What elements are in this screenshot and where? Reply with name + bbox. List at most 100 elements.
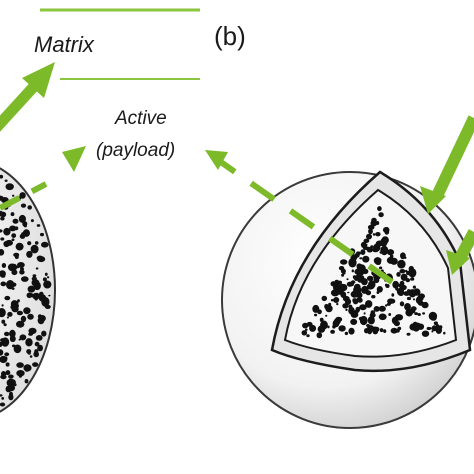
payload-dot xyxy=(403,291,411,296)
payload-dot xyxy=(306,334,310,338)
payload-dot xyxy=(340,259,348,265)
payload-dot xyxy=(406,332,411,336)
payload-dot xyxy=(31,279,40,287)
payload-dot xyxy=(417,313,421,316)
payload-dot xyxy=(404,303,411,311)
payload-dot xyxy=(16,310,23,316)
payload-dot xyxy=(19,334,27,341)
payload-dot xyxy=(340,284,348,291)
payload-dot xyxy=(396,272,401,277)
payload-dot xyxy=(406,270,412,276)
payload-dot xyxy=(11,238,15,241)
payload-dot xyxy=(30,219,34,223)
payload-dot xyxy=(3,331,10,337)
payload-dot xyxy=(3,227,11,236)
payload-dot xyxy=(404,256,407,259)
payload-dot xyxy=(15,242,24,251)
payload-dot xyxy=(410,306,417,311)
payload-dot xyxy=(422,312,426,315)
payload-dot xyxy=(385,227,389,231)
payload-dot xyxy=(1,263,7,268)
payload-dot xyxy=(399,301,405,307)
payload-dot xyxy=(1,304,4,307)
payload-dot xyxy=(10,212,15,217)
matrix-label: Matrix xyxy=(34,32,95,57)
payload-dot xyxy=(7,263,17,272)
payload-dot xyxy=(378,212,384,218)
active-pointer-arrow-right xyxy=(446,229,474,275)
payload-dot xyxy=(32,362,39,367)
payload-dot xyxy=(416,322,421,327)
payload-dot xyxy=(345,308,348,311)
payload-dot xyxy=(390,257,398,265)
payload-dot xyxy=(355,306,361,313)
payload-dot xyxy=(348,304,353,309)
payload-dot xyxy=(44,304,51,309)
payload-dot xyxy=(302,322,309,329)
payload-dot xyxy=(319,317,324,322)
payload-dot xyxy=(11,233,17,239)
payload-dot xyxy=(42,277,47,282)
panel-label: (b) xyxy=(214,21,246,51)
payload-dot xyxy=(4,356,8,361)
payload-dot xyxy=(365,290,372,296)
payload-dot xyxy=(363,312,366,315)
payload-dot xyxy=(367,316,375,325)
payload-dot xyxy=(12,194,15,197)
payload-dot xyxy=(371,295,376,299)
payload-dot xyxy=(355,274,362,280)
payload-dot xyxy=(32,292,41,300)
payload-dot xyxy=(385,304,388,307)
payload-dot xyxy=(369,312,376,318)
payload-dot xyxy=(18,338,21,341)
payload-dot xyxy=(0,308,6,318)
payload-dot xyxy=(370,245,374,249)
payload-dot xyxy=(28,332,33,336)
payload-dot xyxy=(397,326,402,331)
payload-dot xyxy=(18,374,22,378)
payload-dot xyxy=(408,265,414,272)
payload-dot xyxy=(377,206,382,212)
payload-dot xyxy=(7,311,13,317)
payload-dot xyxy=(414,312,418,316)
payload-dot xyxy=(378,266,383,270)
payload-dot xyxy=(40,232,44,237)
payload-dot xyxy=(44,272,48,276)
payload-dot xyxy=(20,315,27,323)
left-particle-payload-dots xyxy=(0,174,52,407)
payload-dot xyxy=(23,307,31,315)
payload-dot xyxy=(13,383,17,387)
dashed-leader-left xyxy=(0,146,86,211)
payload-dot xyxy=(338,266,345,271)
payload-dot xyxy=(368,280,376,289)
left-particle xyxy=(0,167,56,413)
payload-dot xyxy=(342,271,346,275)
payload-dot xyxy=(350,280,356,284)
payload-dot xyxy=(5,183,14,191)
payload-dot xyxy=(435,326,442,334)
payload-dot xyxy=(361,267,365,272)
payload-dot xyxy=(390,327,398,334)
payload-dot xyxy=(410,277,415,281)
payload-dot xyxy=(423,302,428,307)
payload-dot xyxy=(379,328,384,333)
payload-dot xyxy=(27,241,32,246)
payload-dot xyxy=(24,379,29,384)
payload-dot xyxy=(367,325,374,330)
payload-dot xyxy=(336,302,339,306)
payload-dot xyxy=(19,269,25,275)
payload-dot xyxy=(408,289,417,298)
payload-dot xyxy=(34,241,39,245)
payload-dot xyxy=(389,254,394,258)
payload-dot xyxy=(19,192,26,199)
payload-dot xyxy=(27,313,34,320)
payload-dot xyxy=(6,316,9,319)
payload-dot xyxy=(393,320,400,327)
payload-dot xyxy=(400,273,408,281)
payload-dot xyxy=(351,269,354,273)
payload-dot xyxy=(0,249,5,256)
payload-dot xyxy=(359,315,368,326)
payload-dot xyxy=(375,240,384,247)
payload-dot xyxy=(6,280,15,290)
payload-dot xyxy=(380,245,389,256)
